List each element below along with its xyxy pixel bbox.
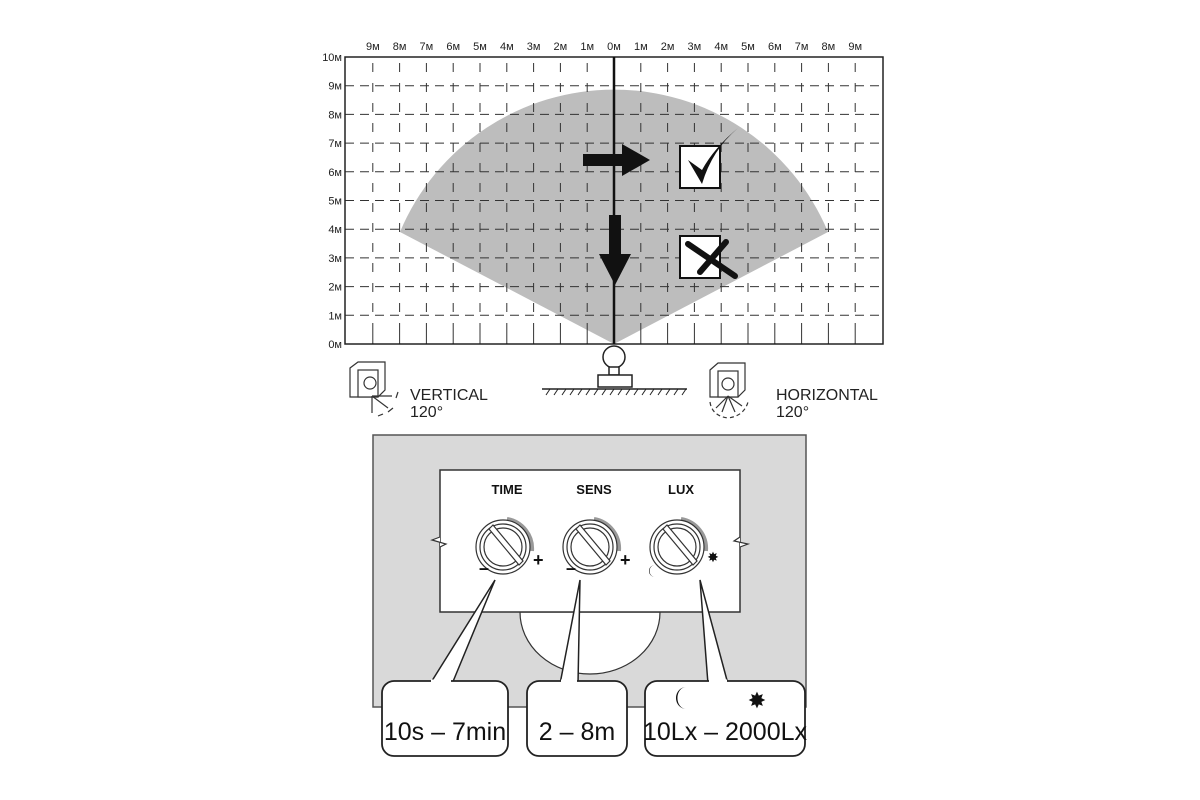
y-tick-label: 8м xyxy=(328,109,342,121)
x-tick-label: 6м xyxy=(446,41,460,53)
callout-pointer xyxy=(559,579,581,685)
hatch-line xyxy=(617,388,623,396)
hatch-line xyxy=(585,388,591,396)
hatch-line xyxy=(649,388,655,396)
hatch-line xyxy=(545,388,551,396)
hatch-line xyxy=(673,388,679,396)
check-icon xyxy=(679,128,738,189)
x-tick-label: 9м xyxy=(366,41,380,53)
x-tick-label: 9м xyxy=(848,41,862,53)
hatch-line xyxy=(681,388,687,396)
y-tick-label: 5м xyxy=(328,196,342,208)
vertical-label: VERTICAL xyxy=(410,387,488,404)
sensor-mount-icon xyxy=(542,345,687,390)
callout-lux: 10Lx – 2000Lx ✸ xyxy=(643,579,808,757)
y-tick-label: 10м xyxy=(322,52,342,64)
y-tick-label: 0м xyxy=(328,339,342,351)
hatch-line xyxy=(609,388,615,396)
hatch-line xyxy=(641,388,647,396)
y-tick-label: 9м xyxy=(328,81,342,93)
x-tick-label: 4м xyxy=(714,41,728,53)
y-tick-label: 4м xyxy=(328,224,342,236)
knob-label: SENS xyxy=(576,482,612,497)
x-tick-label: 6м xyxy=(768,41,782,53)
hatch-line xyxy=(569,388,575,396)
x-tick-label: 7м xyxy=(420,41,434,53)
y-tick-label: 2м xyxy=(328,282,342,294)
hatch-line xyxy=(553,388,559,396)
knob-scale-arc xyxy=(506,517,535,552)
knob-slot xyxy=(488,524,524,566)
break-mark-right xyxy=(732,536,751,548)
callout-sens: 2 – 8m xyxy=(526,579,628,757)
vertical-angle: 120° xyxy=(410,404,443,421)
knob-label: LUX xyxy=(668,482,694,497)
lens-dome xyxy=(519,611,661,675)
x-tick-label: 4м xyxy=(500,41,514,53)
callout-range: 2 – 8m xyxy=(539,718,615,746)
callout-range: 10Lx – 2000Lx xyxy=(643,718,808,746)
x-tick-label: 8м xyxy=(393,41,407,53)
hatch-line xyxy=(593,388,599,396)
moon-icon xyxy=(675,686,686,710)
sun-icon: ✸ xyxy=(748,688,766,713)
cross-icon xyxy=(679,235,738,279)
minus-icon: – xyxy=(566,558,576,578)
horizontal-angle: 120° xyxy=(776,404,809,421)
x-tick-label: 7м xyxy=(795,41,809,53)
x-tick-label: 5м xyxy=(473,41,487,53)
knob-label: TIME xyxy=(491,482,522,497)
callout-pointer xyxy=(699,579,729,685)
y-tick-label: 3м xyxy=(328,253,342,265)
x-tick-label: 2м xyxy=(554,41,568,53)
hatch-line xyxy=(561,388,567,396)
x-tick-label: 1м xyxy=(580,41,594,53)
hatch-line xyxy=(601,388,607,396)
x-tick-label: 5м xyxy=(741,41,755,53)
x-tick-label: 1м xyxy=(634,41,648,53)
knob-slot xyxy=(662,524,698,566)
x-tick-label: 3м xyxy=(527,41,541,53)
hatch-line xyxy=(665,388,671,396)
distance-grid: 9м 8м 7м 6м 5м 4м 3м 2м 1м 0м 1м 2м 3м 4м 5м 6м 7м 8м 9м 0м… xyxy=(322,41,883,351)
hatch-line xyxy=(633,388,639,396)
x-tick-label: 2м xyxy=(661,41,675,53)
x-tick-label: 8м xyxy=(822,41,836,53)
vertical-mount-icon xyxy=(349,361,399,417)
knob-lux: LUX ✸ xyxy=(649,482,719,577)
plus-icon: + xyxy=(620,550,631,570)
ground-hatch xyxy=(545,388,687,396)
knob-time: TIME + – xyxy=(475,482,544,578)
x-tick-label: 3м xyxy=(688,41,702,53)
minus-icon: – xyxy=(479,558,489,578)
break-mark-left xyxy=(430,536,448,548)
y-tick-label: 1м xyxy=(328,310,342,322)
knob-scale-arc xyxy=(680,517,709,552)
x-tick-label: 0м xyxy=(607,41,621,53)
horizontal-mount-icon xyxy=(709,362,749,419)
plus-icon: + xyxy=(533,550,544,570)
arrow-right-icon xyxy=(583,144,650,176)
sun-icon: ✸ xyxy=(707,549,719,565)
callout-group: 10s – 7min 2 – 8m 10Lx – 2000Lx ✸ xyxy=(381,579,808,757)
y-tick-label: 7м xyxy=(328,138,342,150)
arrow-down-icon xyxy=(599,215,631,285)
callout-range: 10s – 7min xyxy=(384,718,506,746)
horizontal-label: HORIZONTAL xyxy=(776,387,878,404)
hatch-line xyxy=(657,388,663,396)
hatch-line xyxy=(577,388,583,396)
knob-slot xyxy=(575,524,611,566)
callout-pointer xyxy=(429,579,496,685)
knob-scale-arc xyxy=(593,517,622,552)
knob-group: TIME + – SENS + – LUX ✸ xyxy=(475,482,719,578)
knob-sens: SENS + – xyxy=(562,482,631,578)
callout-time: 10s – 7min xyxy=(381,579,509,757)
y-tick-label: 6м xyxy=(328,167,342,179)
hatch-line xyxy=(625,388,631,396)
